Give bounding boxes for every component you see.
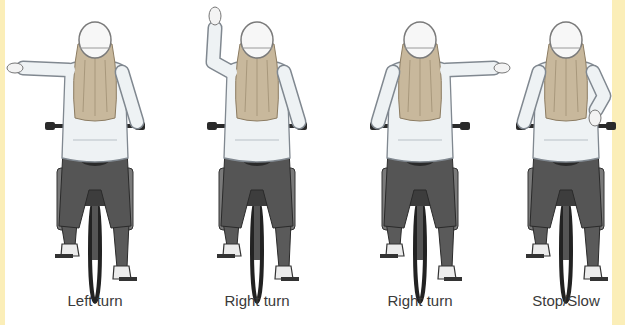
arm-outline <box>524 72 539 122</box>
arm-outline <box>378 72 393 122</box>
cyclist-body <box>207 22 307 302</box>
arm <box>524 72 539 122</box>
arm <box>213 28 231 72</box>
arm <box>284 72 299 122</box>
hand <box>589 110 601 126</box>
arm <box>122 72 137 122</box>
frame-strip <box>612 0 625 325</box>
arm <box>593 72 604 110</box>
cyclist <box>370 22 510 302</box>
cyclist <box>516 22 616 302</box>
hand <box>494 63 510 73</box>
arm-outline <box>122 72 137 122</box>
arm-outline <box>593 72 604 110</box>
arm <box>378 72 393 122</box>
caption-label: Stop/Slow <box>501 292 625 310</box>
arm-outline <box>23 68 69 70</box>
caption-label: Left turn <box>30 292 160 310</box>
arm-outline <box>446 68 494 70</box>
arm <box>446 68 494 70</box>
cyclist-body <box>516 22 616 302</box>
arm-outline <box>284 72 299 122</box>
cyclist <box>207 7 307 302</box>
frame-strip <box>0 0 5 325</box>
caption-label: Right turn <box>355 292 485 310</box>
cyclist <box>7 22 145 302</box>
caption-label: Right turn <box>192 292 322 310</box>
hand <box>7 63 23 73</box>
arm-outline <box>213 28 231 72</box>
hand <box>209 7 221 25</box>
arm <box>23 68 69 70</box>
